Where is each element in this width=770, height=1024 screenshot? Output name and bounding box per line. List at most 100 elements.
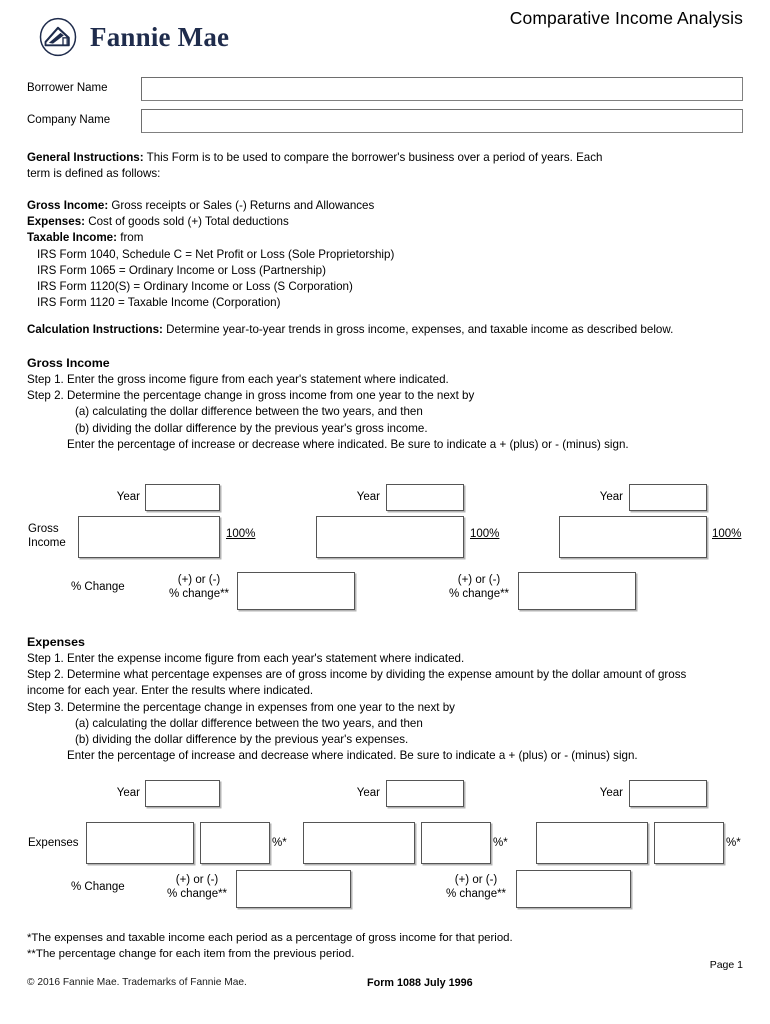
term-definitions: Gross Income: Gross receipts or Sales (-… [27, 198, 747, 311]
expenses-amount-input-2[interactable] [303, 822, 415, 864]
footnote-double-star: **The percentage change for each item fr… [27, 948, 355, 960]
calculation-instructions-heading: Calculation Instructions: [27, 323, 163, 336]
gross-income-change-input-1[interactable] [237, 572, 355, 610]
definition-gross-income: Gross Income: Gross receipts or Sales (-… [27, 198, 747, 214]
expenses-pct-input-2[interactable] [421, 822, 491, 864]
general-instructions-text-1: This Form is to be used to compare the b… [143, 151, 603, 164]
calculation-instructions-line: Calculation Instructions: Determine year… [27, 322, 747, 338]
gross-income-change-note-1-line1: (+) or (-) [177, 574, 221, 586]
expenses-pct-input-3[interactable] [654, 822, 724, 864]
definition-gross-income-term: Gross Income: [27, 199, 109, 212]
expenses-change-note-2: (+) or (-) % change** [437, 874, 515, 901]
definition-gross-income-text: Gross receipts or Sales (-) Returns and … [108, 199, 375, 212]
gross-income-steps: Step 1. Enter the gross income figure fr… [27, 372, 747, 453]
expenses-pct-suffix-1: %* [272, 837, 287, 849]
gross-income-year-input-2[interactable] [386, 484, 464, 511]
gross-income-section-title: Gross Income [27, 356, 110, 370]
page-header: Comparative Income Analysis Fannie Mae [0, 0, 770, 70]
borrower-name-label: Borrower Name [27, 82, 108, 94]
expenses-year-label-3: Year [599, 787, 623, 799]
calculation-instructions-text: Determine year-to-year trends in gross i… [162, 323, 674, 336]
expenses-step-3: Step 3. Determine the percentage change … [27, 700, 455, 714]
calculation-instructions: Calculation Instructions: Determine year… [27, 322, 747, 338]
gross-income-change-note-1: (+) or (-) % change** [160, 574, 238, 601]
gross-income-change-note-2-line1: (+) or (-) [457, 574, 501, 586]
expenses-pct-input-1[interactable] [200, 822, 270, 864]
footnote-single-star: *The expenses and taxable income each pe… [27, 932, 513, 944]
definition-expenses-text: Cost of goods sold (+) Total deductions [85, 215, 289, 229]
gross-income-step-2a: (a) calculating the dollar difference be… [75, 405, 423, 419]
expenses-section-title: Expenses [27, 635, 85, 649]
gross-income-change-label: % Change [71, 581, 125, 593]
page-number: Page 1 [709, 959, 743, 971]
gross-income-row-label-line1: Gross [28, 523, 59, 535]
expenses-change-input-1[interactable] [236, 870, 351, 908]
irs-form-line-3: IRS Form 1120(S) = Ordinary Income or Lo… [37, 280, 353, 294]
expenses-step-2-cont: income for each year. Enter the results … [27, 684, 314, 698]
fannie-mae-house-circle-icon [38, 17, 78, 57]
gross-income-change-note-2-line2: % change** [448, 587, 510, 600]
gross-income-row-label: Gross Income [28, 523, 88, 550]
gross-income-year-input-3[interactable] [629, 484, 707, 511]
expenses-change-label: % Change [71, 881, 125, 893]
expenses-year-input-2[interactable] [386, 780, 464, 807]
gross-income-change-input-2[interactable] [518, 572, 636, 610]
form-identifier: Form 1088 July 1996 [367, 977, 473, 989]
gross-income-step-2b: (b) dividing the dollar difference by th… [75, 421, 428, 435]
definition-expenses-term: Expenses: [27, 215, 85, 229]
gross-income-pct-1: 100% [226, 528, 256, 540]
expenses-year-label-1: Year [116, 787, 140, 799]
expenses-year-input-1[interactable] [145, 780, 220, 807]
expenses-step-2: Step 2. Determine what percentage expens… [27, 668, 687, 682]
gross-income-amount-input-1[interactable] [78, 516, 220, 558]
expenses-amount-input-1[interactable] [86, 822, 194, 864]
expenses-step-3a: (a) calculating the dollar difference be… [75, 716, 423, 730]
company-name-label: Company Name [27, 114, 111, 126]
gross-income-amount-input-2[interactable] [316, 516, 464, 558]
gross-income-change-note-2: (+) or (-) % change** [440, 574, 518, 601]
definition-expenses: Expenses: Cost of goods sold (+) Total d… [27, 214, 747, 230]
gross-income-change-note-1-line2: % change** [168, 587, 230, 600]
definition-taxable-income-text: from [117, 231, 144, 245]
irs-form-line-1: IRS Form 1040, Schedule C = Net Profit o… [37, 247, 395, 261]
expenses-pct-suffix-3: %* [726, 837, 741, 849]
gross-income-year-label-3: Year [599, 491, 623, 503]
expenses-change-note-2-line1: (+) or (-) [454, 874, 498, 886]
footnotes: *The expenses and taxable income each pe… [27, 930, 513, 962]
borrower-name-input[interactable] [141, 77, 743, 101]
page-title: Comparative Income Analysis [509, 8, 743, 28]
expenses-year-input-3[interactable] [629, 780, 707, 807]
expenses-change-input-2[interactable] [516, 870, 631, 908]
expenses-pct-suffix-2: %* [493, 837, 508, 849]
definition-taxable-income: Taxable Income: from [27, 230, 747, 246]
copyright-notice: © 2016 Fannie Mae. Trademarks of Fannie … [27, 977, 247, 988]
expenses-row-label: Expenses [28, 837, 79, 849]
gross-income-year-input-1[interactable] [145, 484, 220, 511]
gross-income-pct-3: 100% [712, 528, 742, 540]
expenses-steps: Step 1. Enter the expense income figure … [27, 651, 747, 764]
expenses-change-note-2-line2: % change** [445, 887, 507, 900]
gross-income-step-1: Step 1. Enter the gross income figure fr… [27, 373, 449, 386]
company-name-input[interactable] [141, 109, 743, 133]
gross-income-year-label-2: Year [356, 491, 380, 503]
gross-income-amount-input-3[interactable] [559, 516, 707, 558]
brand-logo: Fannie Mae [38, 17, 229, 57]
irs-form-line-2: IRS Form 1065 = Ordinary Income or Loss … [37, 263, 326, 277]
gross-income-step-2-note: Enter the percentage of increase or decr… [67, 437, 629, 451]
expenses-change-note-1-line2: % change** [166, 887, 228, 900]
gross-income-pct-2: 100% [470, 528, 500, 540]
expenses-step-1: Step 1. Enter the expense income figure … [27, 652, 465, 665]
expenses-change-note-1-line1: (+) or (-) [175, 874, 219, 886]
general-instructions-heading: General Instructions: [27, 151, 144, 164]
expenses-step-3b: (b) dividing the dollar difference by th… [75, 733, 409, 747]
brand-name: Fannie Mae [90, 21, 230, 52]
general-instructions-line-2: term is defined as follows: [27, 167, 161, 181]
definition-taxable-income-term: Taxable Income: [27, 231, 117, 245]
gross-income-row-label-line2: Income [28, 536, 66, 549]
general-instructions-line-1: General Instructions: This Form is to be… [27, 150, 747, 166]
expenses-amount-input-3[interactable] [536, 822, 648, 864]
general-instructions: General Instructions: This Form is to be… [27, 150, 747, 182]
gross-income-year-label-1: Year [116, 491, 140, 503]
irs-form-line-4: IRS Form 1120 = Taxable Income (Corporat… [37, 296, 281, 310]
